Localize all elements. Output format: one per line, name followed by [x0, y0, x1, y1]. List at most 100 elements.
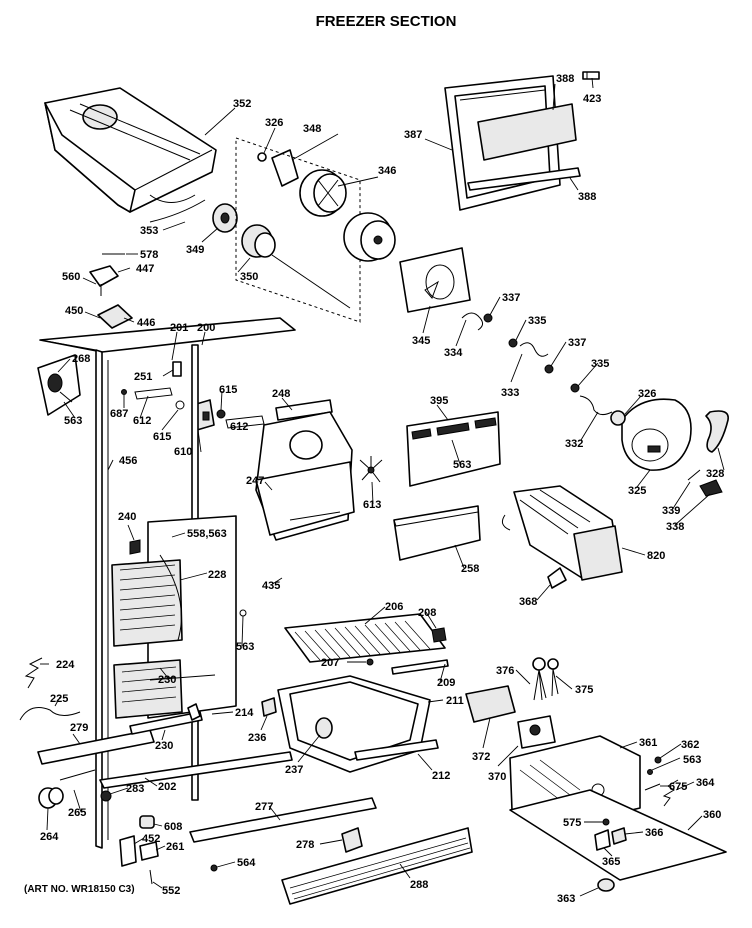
callout-376: 376 — [496, 665, 514, 677]
callout-615-b: 615 — [153, 431, 171, 443]
part-353-wire — [149, 199, 206, 223]
part-211-freezer-basket — [277, 675, 431, 773]
callout-564: 564 — [237, 857, 256, 869]
part-564-screw — [210, 864, 218, 872]
part-279-drain-trough — [37, 729, 155, 765]
auger-area-outline — [235, 137, 361, 323]
part-240-defrost-sensor — [129, 539, 141, 555]
part-350-coupler-shaft — [241, 224, 351, 309]
part-608-cap — [139, 815, 155, 829]
callout-552: 552 — [162, 885, 180, 897]
part-230-heater-a — [149, 674, 216, 681]
callout-206: 206 — [385, 601, 403, 613]
callout-361: 361 — [639, 737, 657, 749]
callout-202: 202 — [158, 781, 176, 793]
callout-207: 207 — [321, 657, 339, 669]
callout-228: 228 — [208, 569, 226, 581]
callout-265: 265 — [68, 807, 86, 819]
callout-558-563: 558,563 — [187, 528, 227, 540]
part-224-spring — [24, 657, 43, 689]
callout-288: 288 — [410, 879, 428, 891]
callout-251: 251 — [134, 371, 152, 383]
callout-211: 211 — [446, 695, 464, 707]
part-206-wire-shelf — [284, 613, 446, 663]
callout-339: 339 — [662, 505, 680, 517]
callout-563-d: 563 — [683, 754, 701, 766]
callout-610: 610 — [174, 446, 192, 458]
part-395-control-panel — [406, 411, 501, 487]
callout-450: 450 — [65, 305, 83, 317]
callout-687: 687 — [110, 408, 128, 420]
callout-612: 612 — [133, 415, 151, 427]
callout-224: 224 — [56, 659, 75, 671]
part-613-fan-blade — [359, 456, 383, 483]
callout-370: 370 — [488, 771, 506, 783]
part-283-screw — [100, 790, 112, 802]
art-number: (ART NO. WR18150 C3) — [24, 884, 135, 895]
part-675-pin — [644, 783, 661, 791]
callout-248: 248 — [272, 388, 290, 400]
part-364-spring — [662, 779, 679, 807]
callout-447: 447 — [136, 263, 154, 275]
part-277-mullion-rail — [189, 797, 377, 843]
leader-lines — [40, 77, 725, 897]
part-338-clip — [699, 479, 723, 497]
part-362-screw — [654, 756, 662, 764]
part-346-auger-lower — [343, 212, 396, 262]
callout-366: 366 — [645, 827, 663, 839]
callout-820: 820 — [647, 550, 665, 562]
callout-348: 348 — [303, 123, 321, 135]
part-447-bracket — [89, 265, 119, 287]
part-326-gear — [610, 410, 626, 426]
callout-209: 209 — [437, 677, 455, 689]
callout-240: 240 — [118, 511, 136, 523]
part-326-nut — [257, 152, 267, 162]
part-552-screw — [149, 869, 153, 885]
callout-675: 675 — [669, 781, 687, 793]
part-575-screw — [602, 818, 610, 826]
callout-388-b: 388 — [578, 191, 596, 203]
callout-372: 372 — [472, 751, 490, 763]
callout-387: 387 — [404, 129, 422, 141]
callout-563: 563 — [64, 415, 82, 427]
callout-368: 368 — [519, 596, 537, 608]
part-388-door-panel-upper — [477, 103, 577, 161]
callout-230: 230 — [158, 674, 176, 686]
callout-335-b: 335 — [591, 358, 609, 370]
part-202-bottom-trim — [99, 751, 293, 789]
part-334-link — [461, 312, 484, 331]
callout-446: 446 — [137, 317, 155, 329]
part-372-relay-cover — [465, 685, 516, 723]
callout-337: 337 — [502, 292, 520, 304]
callout-214: 214 — [235, 707, 254, 719]
callout-423: 423 — [583, 93, 601, 105]
part-278-damper — [341, 827, 363, 853]
part-366-clip — [611, 827, 627, 845]
callout-362: 362 — [681, 739, 699, 751]
callout-349: 349 — [186, 244, 204, 256]
part-348-clip — [271, 149, 299, 187]
diagram-title: FREEZER SECTION — [316, 13, 457, 30]
callout-261: 261 — [166, 841, 184, 853]
callout-612-b: 612 — [230, 421, 248, 433]
part-388-door-bar-lower — [467, 167, 581, 191]
callout-278: 278 — [296, 839, 314, 851]
part-365-clip — [594, 829, 611, 851]
part-247-fan-shroud — [255, 411, 355, 541]
callout-230-b: 230 — [155, 740, 173, 752]
part-268-light-socket — [37, 354, 81, 416]
part-236-clip — [261, 697, 277, 717]
part-325-motor-housing — [621, 398, 692, 471]
part-820-ice-maker — [501, 485, 623, 581]
part-563-clip-c — [239, 609, 247, 617]
part-335-nut-b — [570, 383, 580, 393]
part-208-clip — [431, 627, 447, 643]
callout-237: 237 — [285, 764, 303, 776]
callout-345: 345 — [412, 335, 430, 347]
callout-326-b: 326 — [638, 388, 656, 400]
callout-575: 575 — [563, 817, 581, 829]
callout-365: 365 — [602, 856, 620, 868]
callout-236: 236 — [248, 732, 266, 744]
part-337-washer-a — [483, 313, 493, 323]
